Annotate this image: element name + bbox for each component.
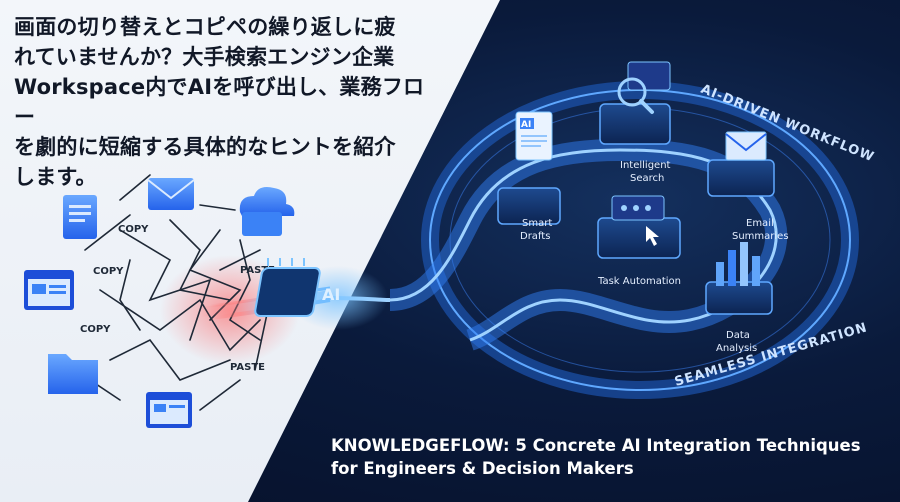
node-label: Drafts (520, 231, 550, 242)
intelligent-search-node: Intelligent Search (599, 61, 671, 184)
magnifier-icon (617, 77, 647, 107)
smart-drafts-node: AI Smart Drafts (497, 111, 561, 242)
ring-bottom-label: SEAMLESS INTEGRATION (673, 320, 869, 390)
browser-icon (146, 392, 192, 428)
node-label: Summaries (732, 231, 789, 242)
footer-title: KNOWLEDGEFLOW: 5 Concrete AI Integration… (331, 434, 891, 480)
node-label: Intelligent (620, 160, 671, 171)
ring-top-label: AI-DRIVEN WORKFLOW (699, 82, 877, 166)
copy-label: COPY (80, 324, 111, 335)
node-label: Analysis (716, 343, 757, 354)
paste-label: PASTE (230, 362, 265, 373)
folder-icon (48, 354, 98, 394)
chip-label: AI (322, 285, 340, 304)
node-label: Email (746, 218, 774, 229)
headline-line: Workspace内でAIを呼び出し、業務フロー (14, 75, 425, 129)
headline-line: れていませんか？大手検索エンジン企業 (14, 45, 395, 69)
task-automation-node: Task Automation (597, 195, 681, 287)
node-label: Search (630, 173, 664, 184)
data-analysis-node: Data Analysis (705, 242, 773, 354)
doc-badge: AI (521, 120, 531, 130)
email-summaries-node: Email Summaries (707, 131, 789, 242)
headline-line: を劇的に短縮する具体的なヒントを紹介 (14, 135, 396, 159)
cursor-icon (646, 226, 659, 246)
window-icon (24, 270, 74, 310)
copy-label: COPY (93, 266, 124, 277)
paste-label: PASTE (240, 265, 275, 276)
copy-label: COPY (118, 224, 149, 235)
headline-line: します。 (14, 165, 97, 189)
headline: 画面の切り替えとコピペの繰り返しに疲 れていませんか？大手検索エンジン企業 Wo… (14, 12, 434, 192)
cloud-folder-icon (239, 187, 295, 236)
ai-chip: AI (254, 258, 388, 330)
headline-line: 画面の切り替えとコピペの繰り返しに疲 (14, 15, 396, 39)
footer-line: for Engineers & Decision Makers (331, 459, 634, 478)
node-label: Task Automation (597, 276, 681, 287)
footer-line: KNOWLEDGEFLOW: 5 Concrete AI Integration… (331, 436, 861, 455)
document-icon (63, 195, 97, 239)
node-label: Data (726, 330, 750, 341)
node-label: Smart (522, 218, 552, 229)
email-icon (147, 178, 195, 210)
